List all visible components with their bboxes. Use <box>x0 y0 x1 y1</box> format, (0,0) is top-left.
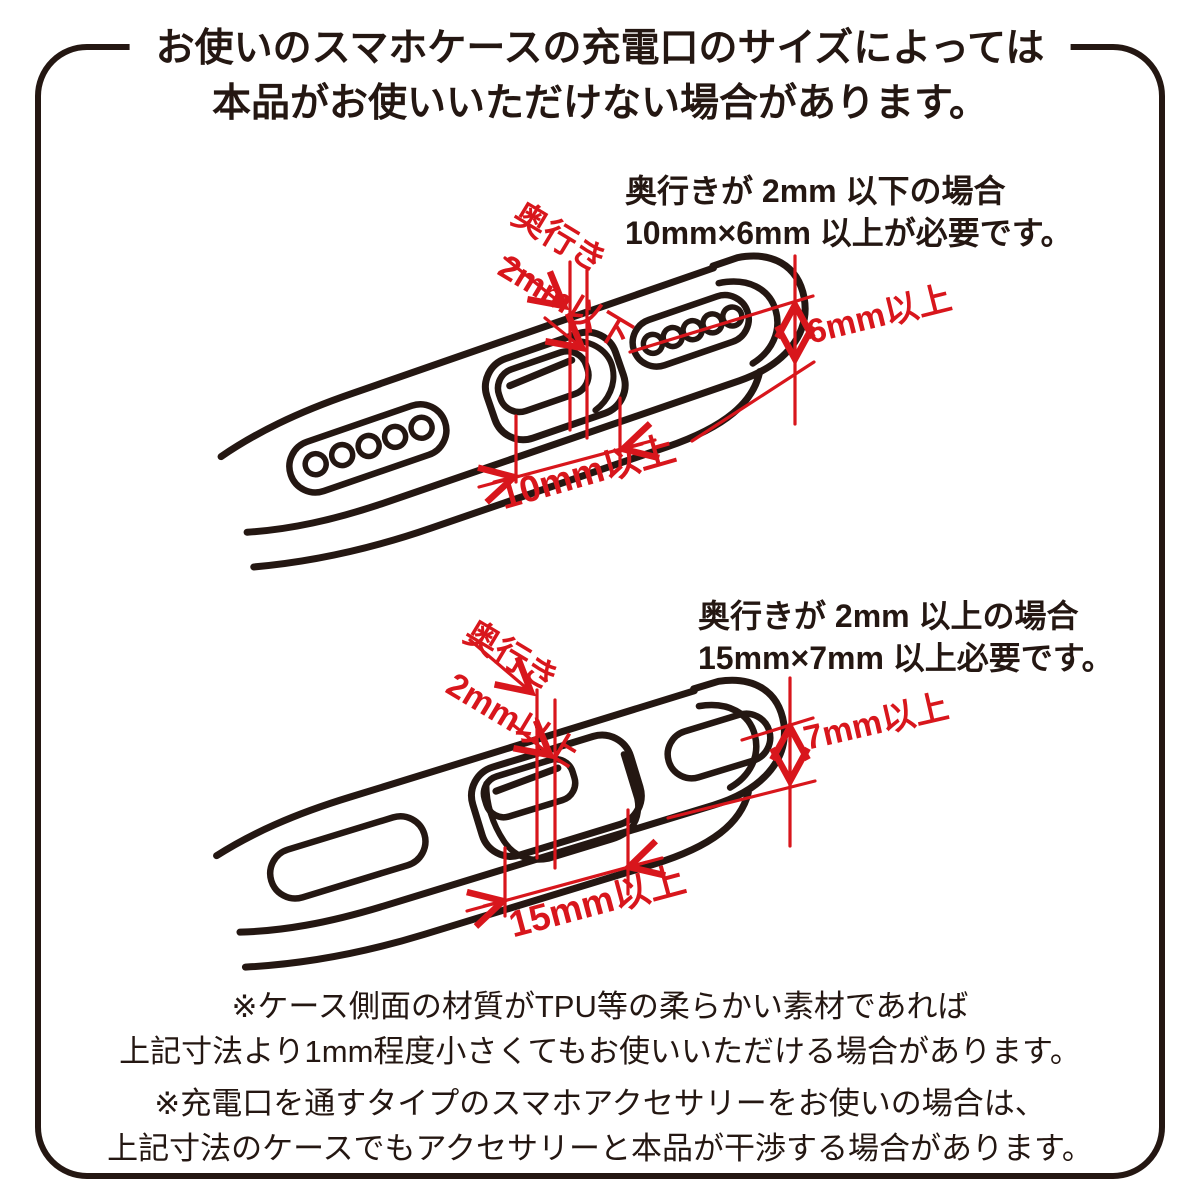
footnote-material: ※ケース側面の材質がTPU等の柔らかい素材であれば 上記寸法より1mm程度小さく… <box>0 985 1200 1075</box>
diagram1-case-drawing <box>217 252 809 571</box>
footnote-accessory-line2: 上記寸法のケースでもアクセサリーと本品が干渉する場合があります。 <box>107 1130 1093 1166</box>
diagram2-heading: 奥行きが 2mm 以上の場合 15mm×7mm 以上必要です。 <box>698 595 1114 679</box>
page-title: お使いのスマホケースの充電口のサイズによっては 本品がお使いいただけない場合があ… <box>129 22 1071 132</box>
footnote-accessory: ※充電口を通すタイプのスマホアクセサリーをお使いの場合は、 上記寸法のケースでも… <box>0 1082 1200 1172</box>
page-title-line2: 本品がお使いいただけない場合があります。 <box>211 81 989 125</box>
footnote-material-line1: ※ケース側面の材質がTPU等の柔らかい素材であれば <box>231 989 969 1024</box>
diagram1-dimension-lines <box>479 254 814 487</box>
diagram2-heading-line1: 奥行きが 2mm 以上の場合 <box>698 598 1079 634</box>
diagram2-dimension-lines <box>465 638 817 916</box>
diagram2-heading-line2: 15mm×7mm 以上必要です。 <box>698 640 1114 677</box>
page-title-line1: お使いのスマホケースの充電口のサイズによっては <box>155 27 1045 70</box>
diagram1-heading-line2: 10mm×6mm 以上が必要です。 <box>625 215 1073 252</box>
footnote-accessory-line1: ※充電口を通すタイプのスマホアクセサリーをお使いの場合は、 <box>154 1086 1046 1121</box>
diagram1-heading: 奥行きが 2mm 以下の場合 10mm×6mm 以上が必要です。 <box>625 170 1073 254</box>
diagram1-heading-line1: 奥行きが 2mm 以下の場合 <box>625 173 1006 209</box>
footnote-material-line2: 上記寸法より1mm程度小さくてもお使いいただける場合があります。 <box>119 1033 1081 1069</box>
